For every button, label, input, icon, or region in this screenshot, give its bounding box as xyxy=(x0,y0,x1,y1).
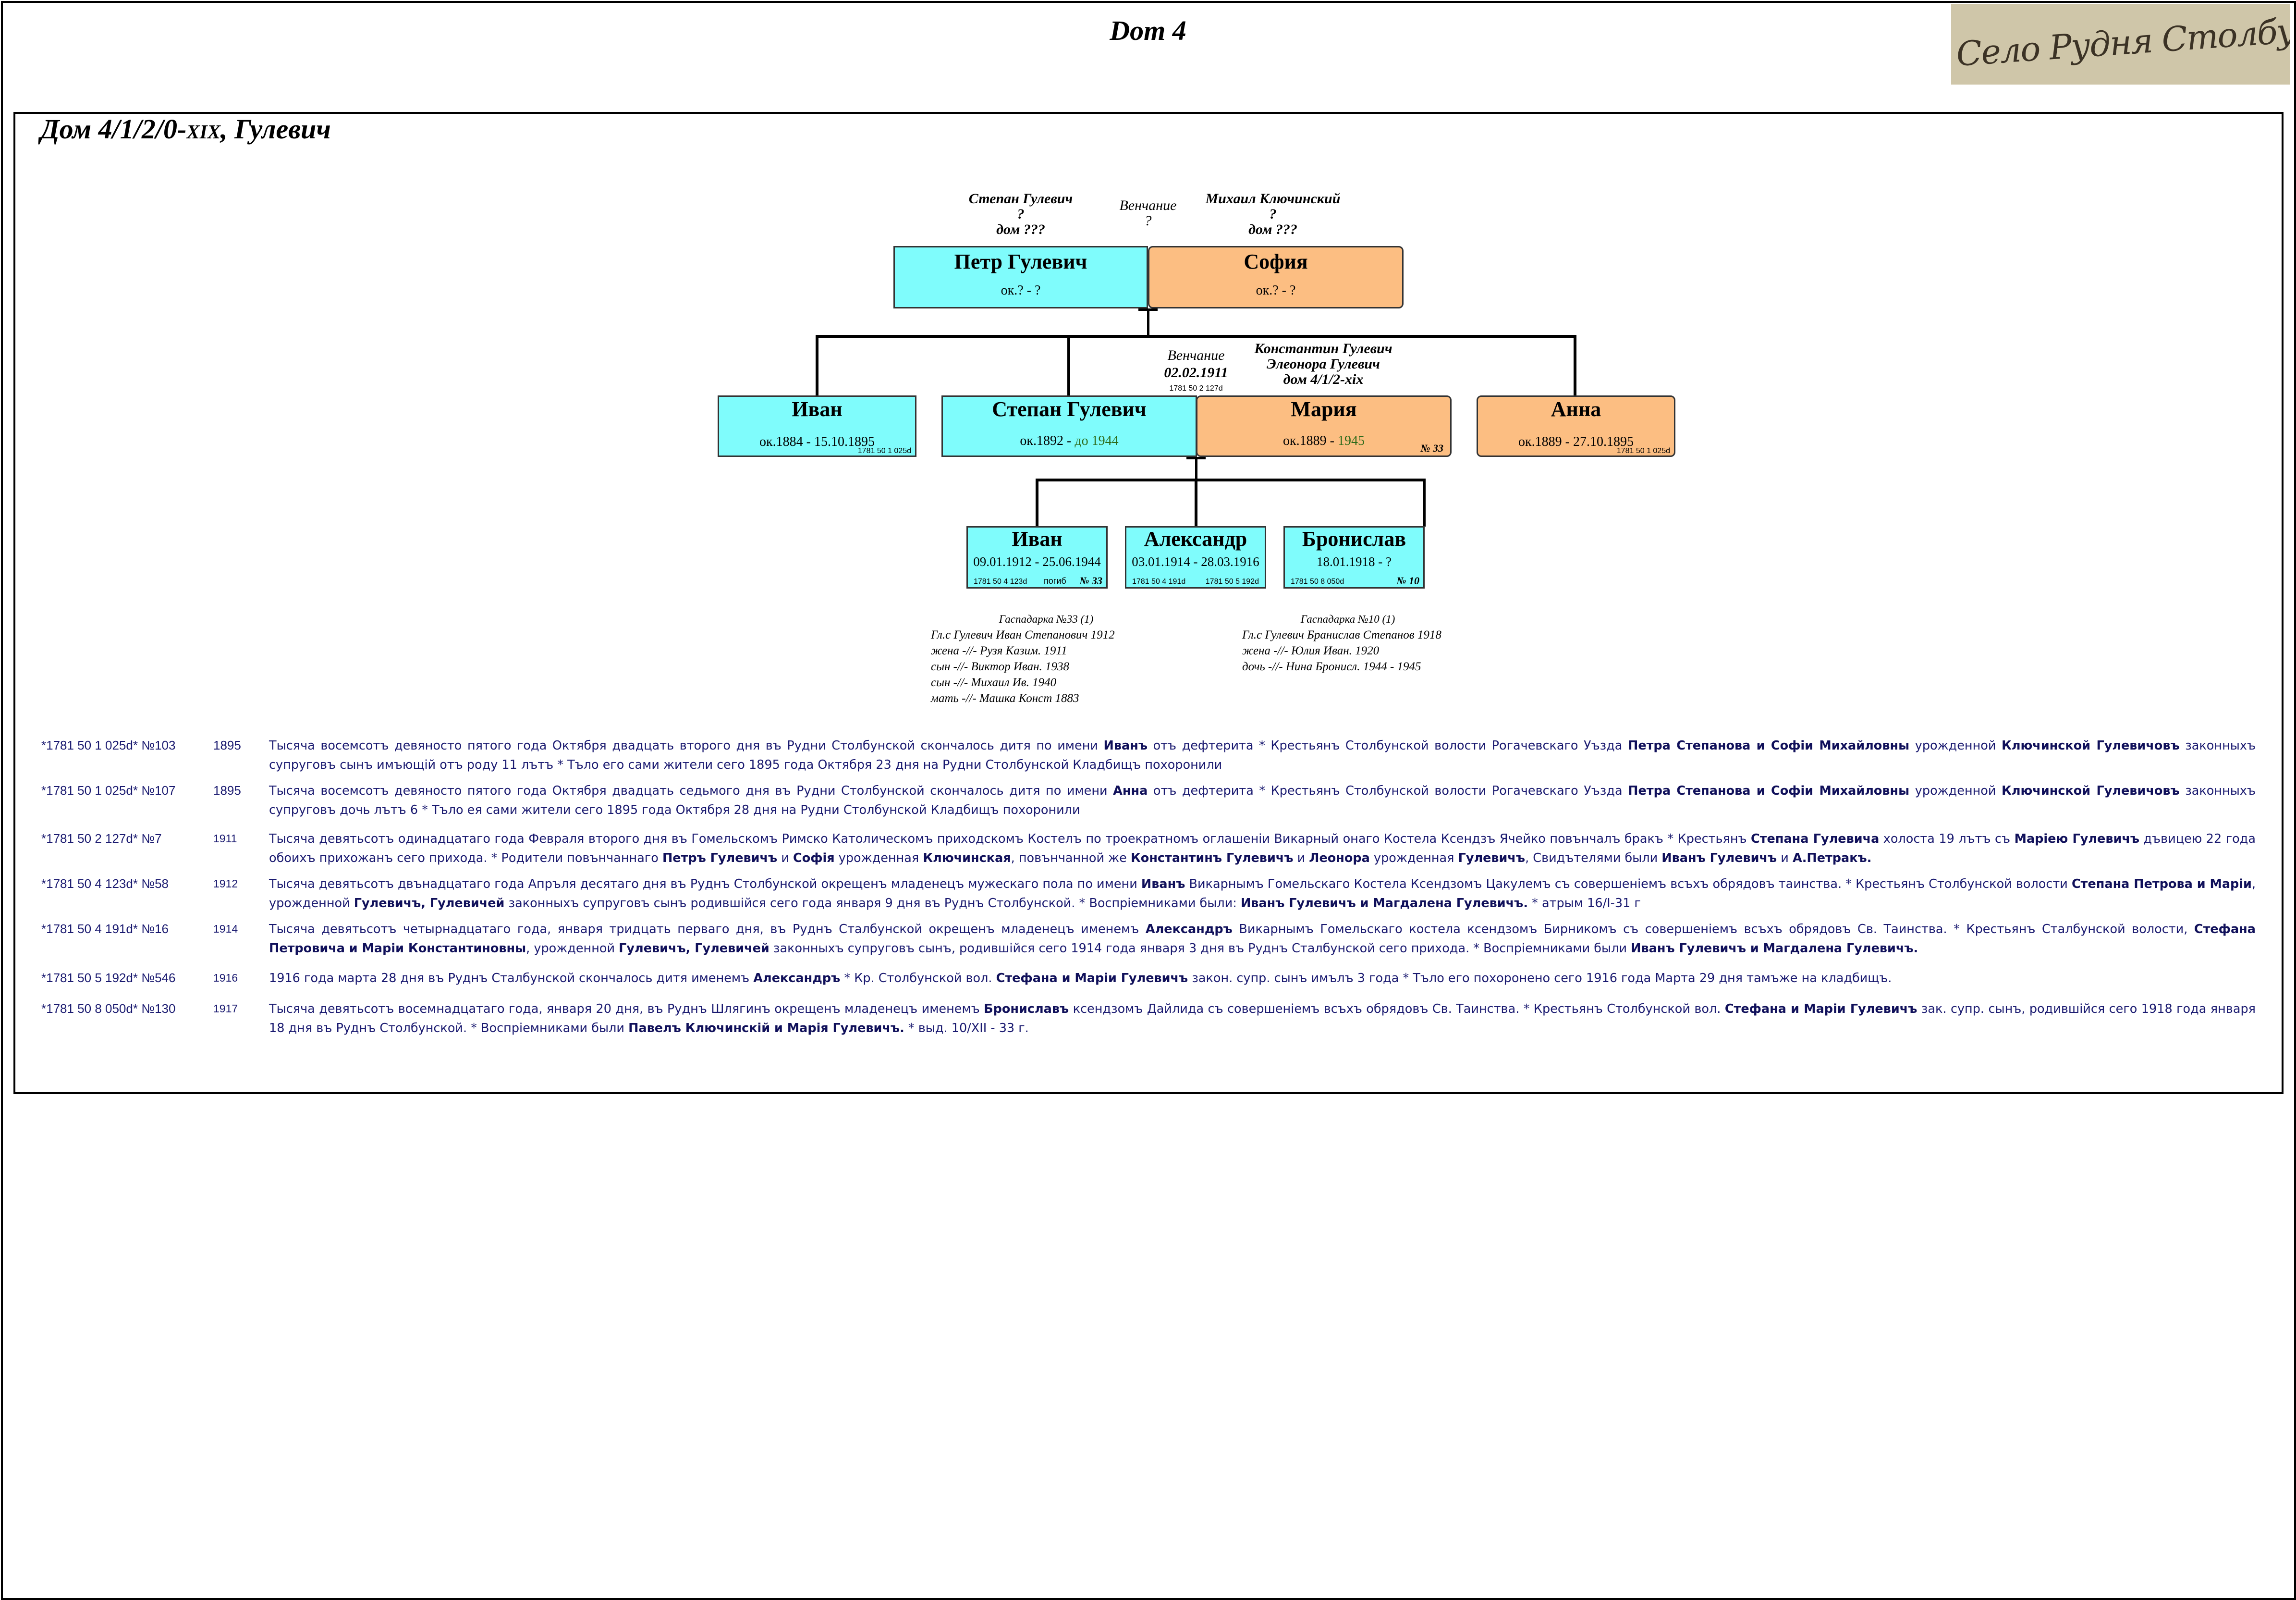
record-year: 1895 xyxy=(213,783,241,798)
connector xyxy=(1147,308,1149,337)
archive-ref: 1781 50 5 192d xyxy=(1205,578,1259,586)
record-text: Тысяча девятьсотъ одинадцатаго года Февр… xyxy=(269,832,2256,865)
person-name: Иван xyxy=(792,397,843,421)
person-box-bronislav[interactable]: Бронислав 18.01.1918 - ? 1781 50 8 050d … xyxy=(1283,526,1425,589)
person-dates: 03.01.1914 - 28.03.1916 xyxy=(1132,554,1259,569)
house-panel xyxy=(13,112,2284,1094)
archive-ref: 1781 50 8 050d xyxy=(1291,578,1344,586)
petr-parents-note: Степан Гулевич?дом ??? xyxy=(968,191,1073,237)
record-ref: *1781 50 1 025d* №107 xyxy=(41,783,176,798)
record-year: 1917 xyxy=(213,1002,238,1015)
connector xyxy=(1036,479,1038,527)
record-text: Тысяча девятьсотъ восемнадцатаго года, я… xyxy=(269,1002,2256,1035)
record-ref: *1781 50 1 025d* №103 xyxy=(41,738,176,752)
household-line: Гл.с Гулевич Иван Степанович 1912 xyxy=(931,628,1115,641)
record-text: Тысяча девятьсотъ четырнадцатаго года, я… xyxy=(269,922,2256,956)
connector xyxy=(816,335,818,395)
person-dates: ок.1889 - 27.10.1895 xyxy=(1518,434,1634,449)
person-box-sofia[interactable]: София ок.? - ? xyxy=(1148,246,1404,308)
record-ref: *1781 50 4 123d* №58 xyxy=(41,876,169,891)
person-dates: ок.1884 - 15.10.1895 xyxy=(759,434,875,449)
archive-stamp-image: Село Рудня Столбунска xyxy=(1951,4,2290,85)
person-box-maria[interactable]: Мария ок.1889 - 1945 № 33 xyxy=(1196,395,1452,457)
connector xyxy=(1067,335,1070,395)
connector xyxy=(816,335,1576,338)
household-number: № 33 xyxy=(1079,575,1102,587)
person-name: Анна xyxy=(1551,397,1601,421)
household-line: жена -//- Юлия Иван. 1920 xyxy=(1242,644,1380,657)
stamp-handwriting: Село Рудня Столбунска xyxy=(1954,5,2290,74)
person-box-ivan-1884[interactable]: Иван ок.1884 - 15.10.1895 1781 50 1 025d xyxy=(718,395,916,457)
person-name: Бронислав xyxy=(1302,527,1406,551)
person-name: Степан Гулевич xyxy=(992,397,1147,421)
record-text: Тысяча восемсотъ девяносто пятого года О… xyxy=(269,784,2256,817)
person-box-alexandr[interactable]: Александр 03.01.1914 - 28.03.1916 1781 5… xyxy=(1125,526,1266,589)
connector xyxy=(1195,457,1197,480)
person-name: Александр xyxy=(1144,527,1247,551)
household-note: Гаспадарка №33 (1) Гл.с Гулевич Иван Сте… xyxy=(931,611,1161,706)
marriage-note-1: Венчание? xyxy=(1119,197,1177,229)
house-title: Дом 4/1/2/0-xix, Гулевич xyxy=(40,113,331,145)
record-text: Тысяча девятьсотъ двънадцатаго года Апръ… xyxy=(269,877,2256,911)
person-dates: 09.01.1912 - 25.06.1944 xyxy=(973,554,1101,569)
person-name: Петр Гулевич xyxy=(954,250,1087,273)
record-ref: *1781 50 2 127d* №7 xyxy=(41,831,162,846)
household-line: дочь -//- Нина Бронисл. 1944 - 1945 xyxy=(1242,660,1421,673)
marriage-ref: 1781 50 2 127d xyxy=(1169,384,1223,393)
record-ref: *1781 50 8 050d* №130 xyxy=(41,1001,176,1016)
person-name: Иван xyxy=(1012,527,1063,551)
connector xyxy=(1138,308,1158,311)
record-year: 1911 xyxy=(213,832,237,845)
household-line: Гл.с Гулевич Бранислав Степанов 1918 xyxy=(1242,628,1441,641)
household-title: Гаспадарка №10 (1) xyxy=(1300,613,1395,625)
household-line: сын -//- Михаил Ив. 1940 xyxy=(931,676,1057,689)
sofia-parents-note: Михаил Ключинский?дом ??? xyxy=(1205,191,1341,237)
household-title: Гаспадарка №33 (1) xyxy=(999,613,1094,625)
person-dates: ок.? - ? xyxy=(1001,283,1041,298)
archive-ref: 1781 50 1 025d xyxy=(857,447,911,455)
person-dates: ок.1889 - 1945 xyxy=(1283,433,1365,448)
record-year: 1916 xyxy=(213,972,238,984)
archive-ref: 1781 50 4 123d xyxy=(974,578,1027,586)
person-box-anna[interactable]: Анна ок.1889 - 27.10.1895 1781 50 1 025d xyxy=(1477,395,1675,457)
record-text: 1916 года марта 28 дня въ Руднъ Сталбунс… xyxy=(269,971,1892,985)
person-dates: 18.01.1918 - ? xyxy=(1317,554,1392,569)
record-ref: *1781 50 4 191d* №16 xyxy=(41,922,169,936)
person-box-ivan-1912[interactable]: Иван 09.01.1912 - 25.06.1944 1781 50 4 1… xyxy=(966,526,1108,589)
record-year: 1895 xyxy=(213,738,241,752)
person-dates: ок.? - ? xyxy=(1256,283,1296,298)
page-title: Dom 4 xyxy=(1110,15,1186,46)
connector xyxy=(1423,479,1426,527)
record-text: Тысяча восемсотъ девяносто пятого года О… xyxy=(269,738,2256,772)
household-number: № 33 xyxy=(1420,442,1443,454)
person-name: София xyxy=(1244,250,1308,273)
record-ref: *1781 50 5 192d* №546 xyxy=(41,971,176,985)
connector xyxy=(1574,335,1576,395)
household-note: Гаспадарка №10 (1) Гл.с Гулевич Бранисла… xyxy=(1242,611,1482,675)
record-year: 1914 xyxy=(213,923,238,935)
archive-ref: 1781 50 1 025d xyxy=(1616,447,1670,455)
person-box-stepan[interactable]: Степан Гулевич ок.1892 - до 1944 xyxy=(941,395,1197,457)
archive-ref: 1781 50 4 191d xyxy=(1132,578,1186,586)
connector xyxy=(1186,457,1206,459)
connector xyxy=(1195,479,1197,527)
household-line: жена -//- Рузя Казим. 1911 xyxy=(931,644,1067,657)
person-box-petr[interactable]: Петр Гулевич ок.? - ? xyxy=(893,246,1148,308)
fate-note: погиб xyxy=(1044,576,1066,586)
connector xyxy=(1036,479,1426,481)
person-name: Мария xyxy=(1291,397,1357,421)
household-line: сын -//- Виктор Иван. 1938 xyxy=(931,660,1070,673)
person-dates: ок.1892 - до 1944 xyxy=(1020,433,1119,448)
household-line: мать -//- Машка Конст 1883 xyxy=(931,692,1079,705)
record-year: 1912 xyxy=(213,877,238,890)
household-number: № 10 xyxy=(1396,575,1419,587)
